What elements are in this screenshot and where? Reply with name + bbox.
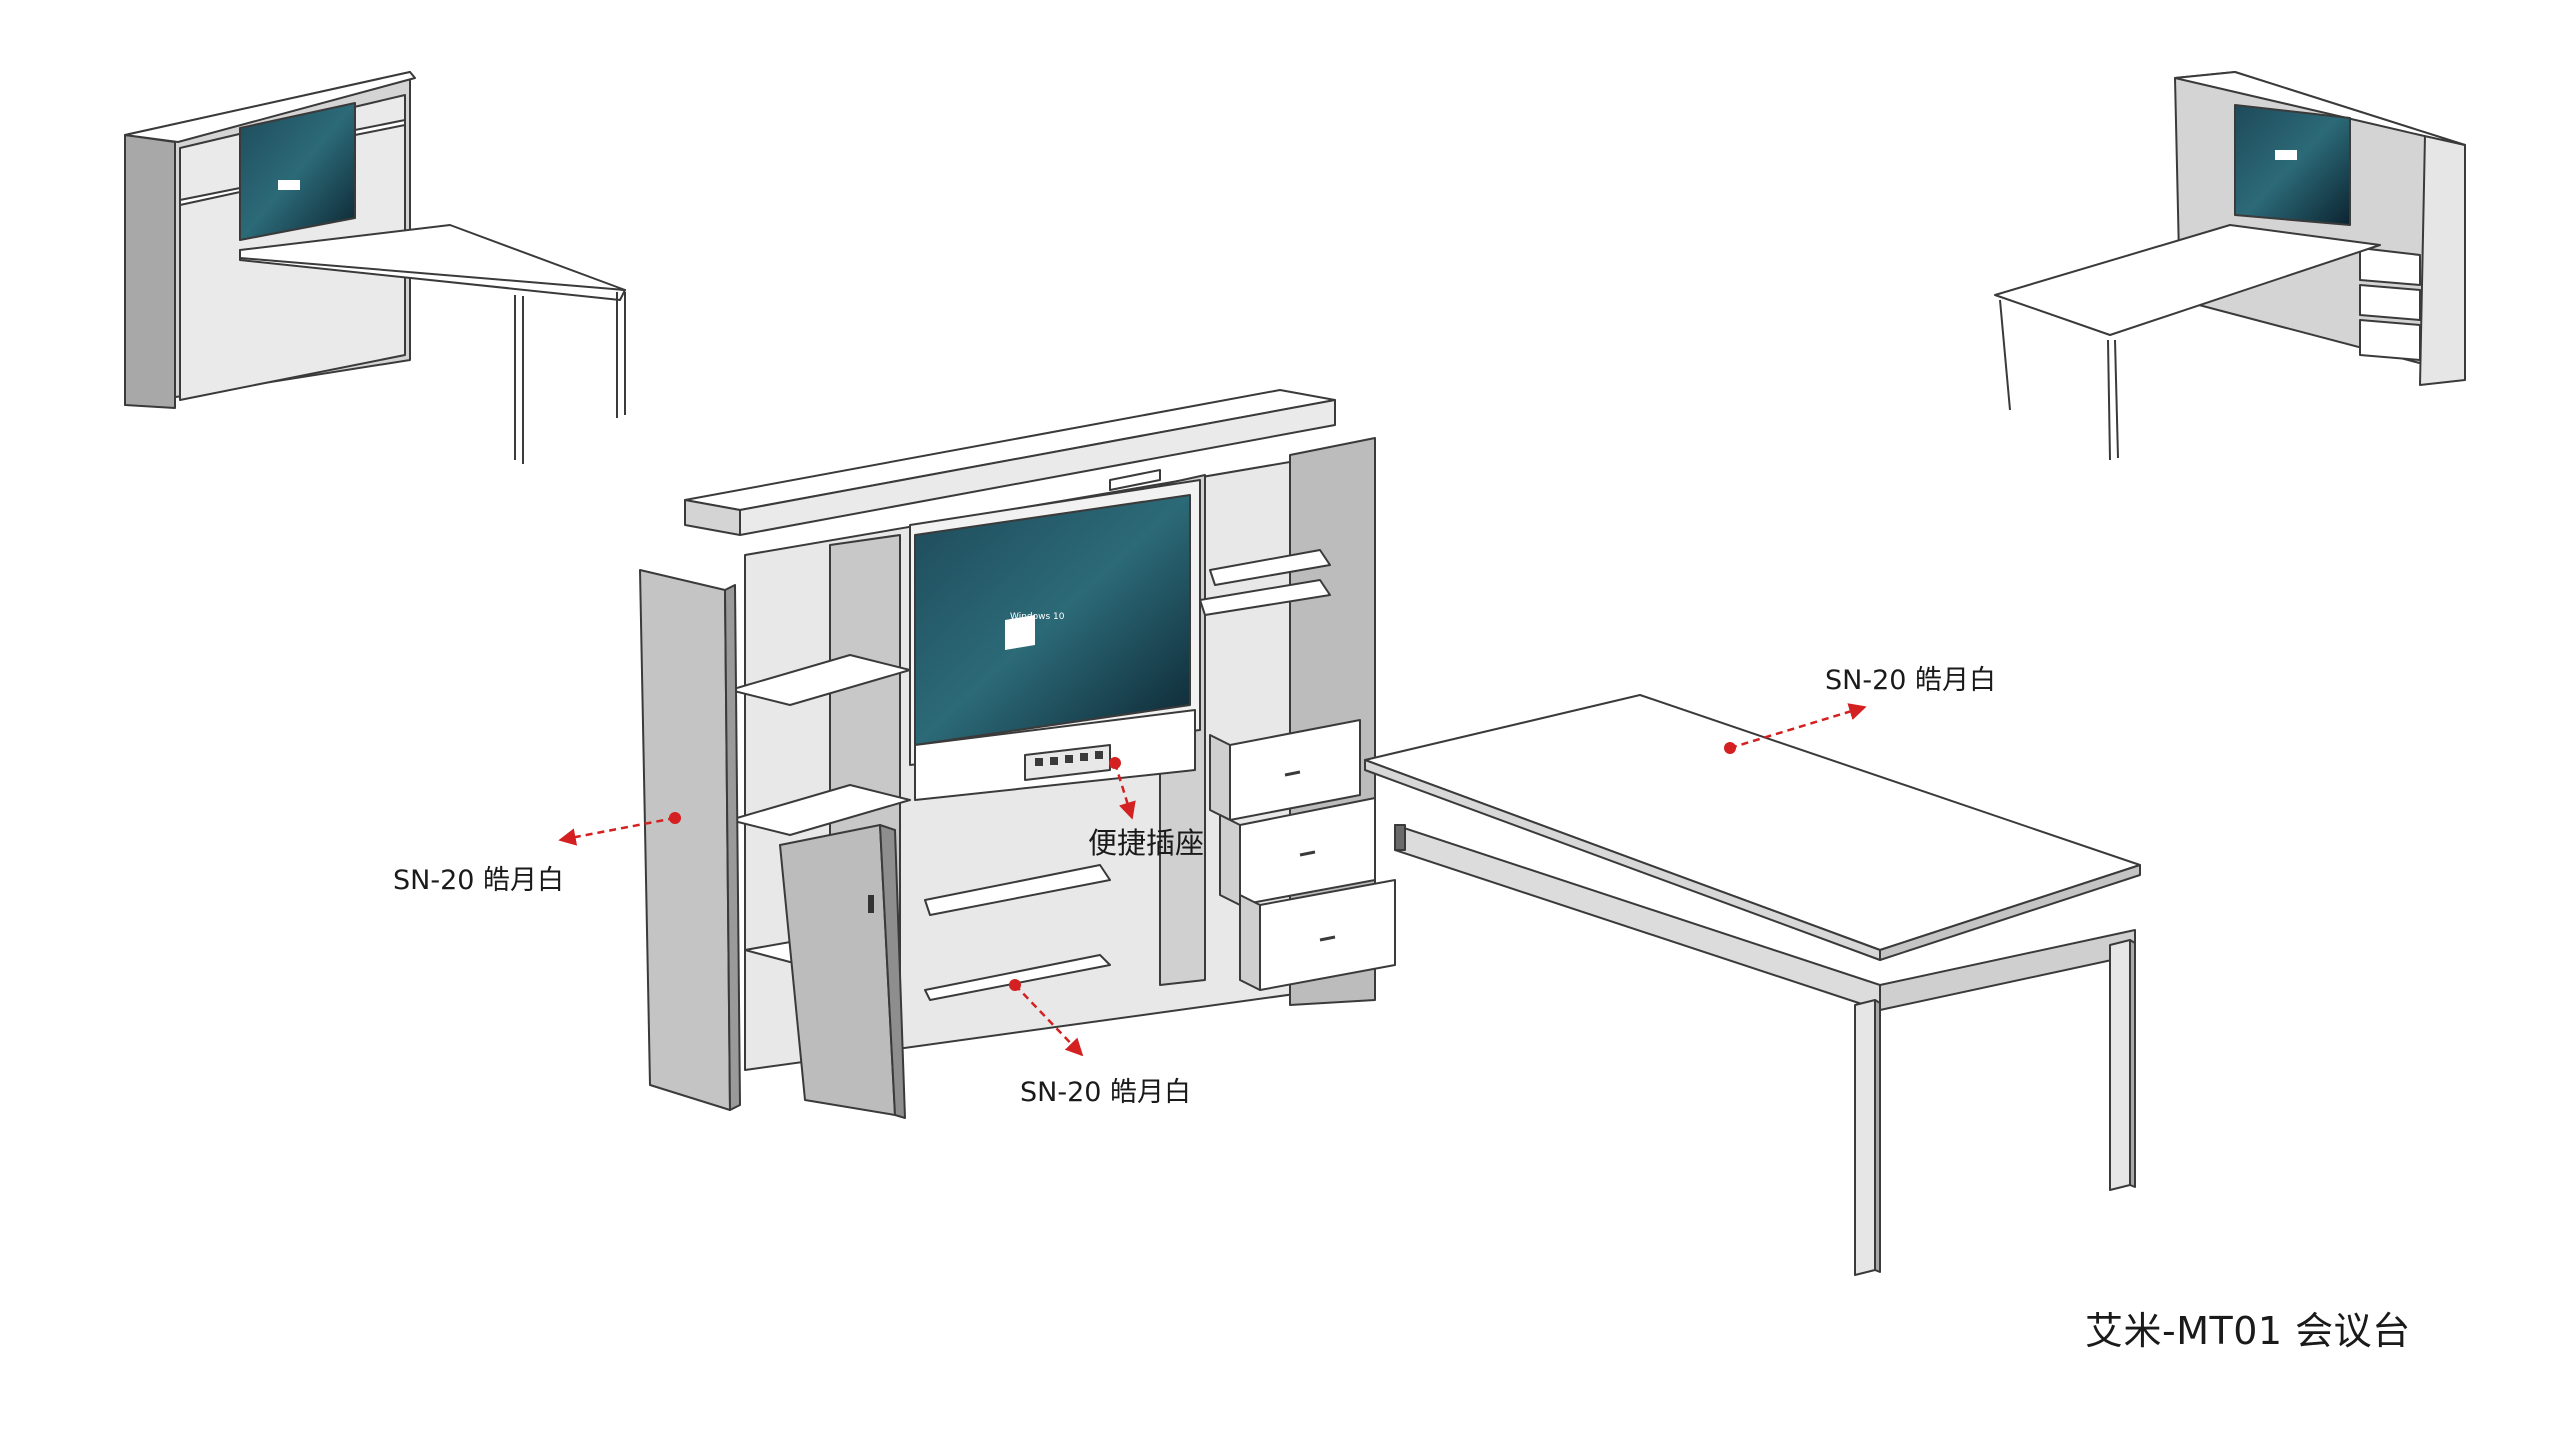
callout-label-table-top: SN-20 皓月白 xyxy=(1825,665,1997,696)
cabinet-left-door xyxy=(639,569,741,1111)
callout-leader-socket xyxy=(1113,762,1136,820)
cabinet-shelves xyxy=(729,579,1331,1001)
callout-label-socket: 便捷插座 xyxy=(1088,826,1205,860)
callout-leader-inner-shelf xyxy=(1014,984,1084,1057)
cabinet-top-panel xyxy=(684,389,1336,536)
page-title: 艾米-MT01 会议台 xyxy=(2085,1309,2411,1353)
table-frame xyxy=(1394,824,2136,1276)
thumbnail-front-view xyxy=(124,71,626,464)
callout-label-left-door: SN-20 皓月白 xyxy=(393,865,565,896)
table-top xyxy=(1364,694,2141,961)
cabinet-lower-door xyxy=(779,824,906,1119)
callout-leader-left-door xyxy=(558,816,676,846)
callout-label-inner-shelf: SN-20 皓月白 xyxy=(1020,1077,1192,1108)
tv-display xyxy=(909,479,1201,801)
cabinet-drawers xyxy=(1209,719,1396,991)
thumbnail-rear-view xyxy=(1994,71,2466,461)
screen-logo-text: Windows 10 xyxy=(1010,612,1065,622)
